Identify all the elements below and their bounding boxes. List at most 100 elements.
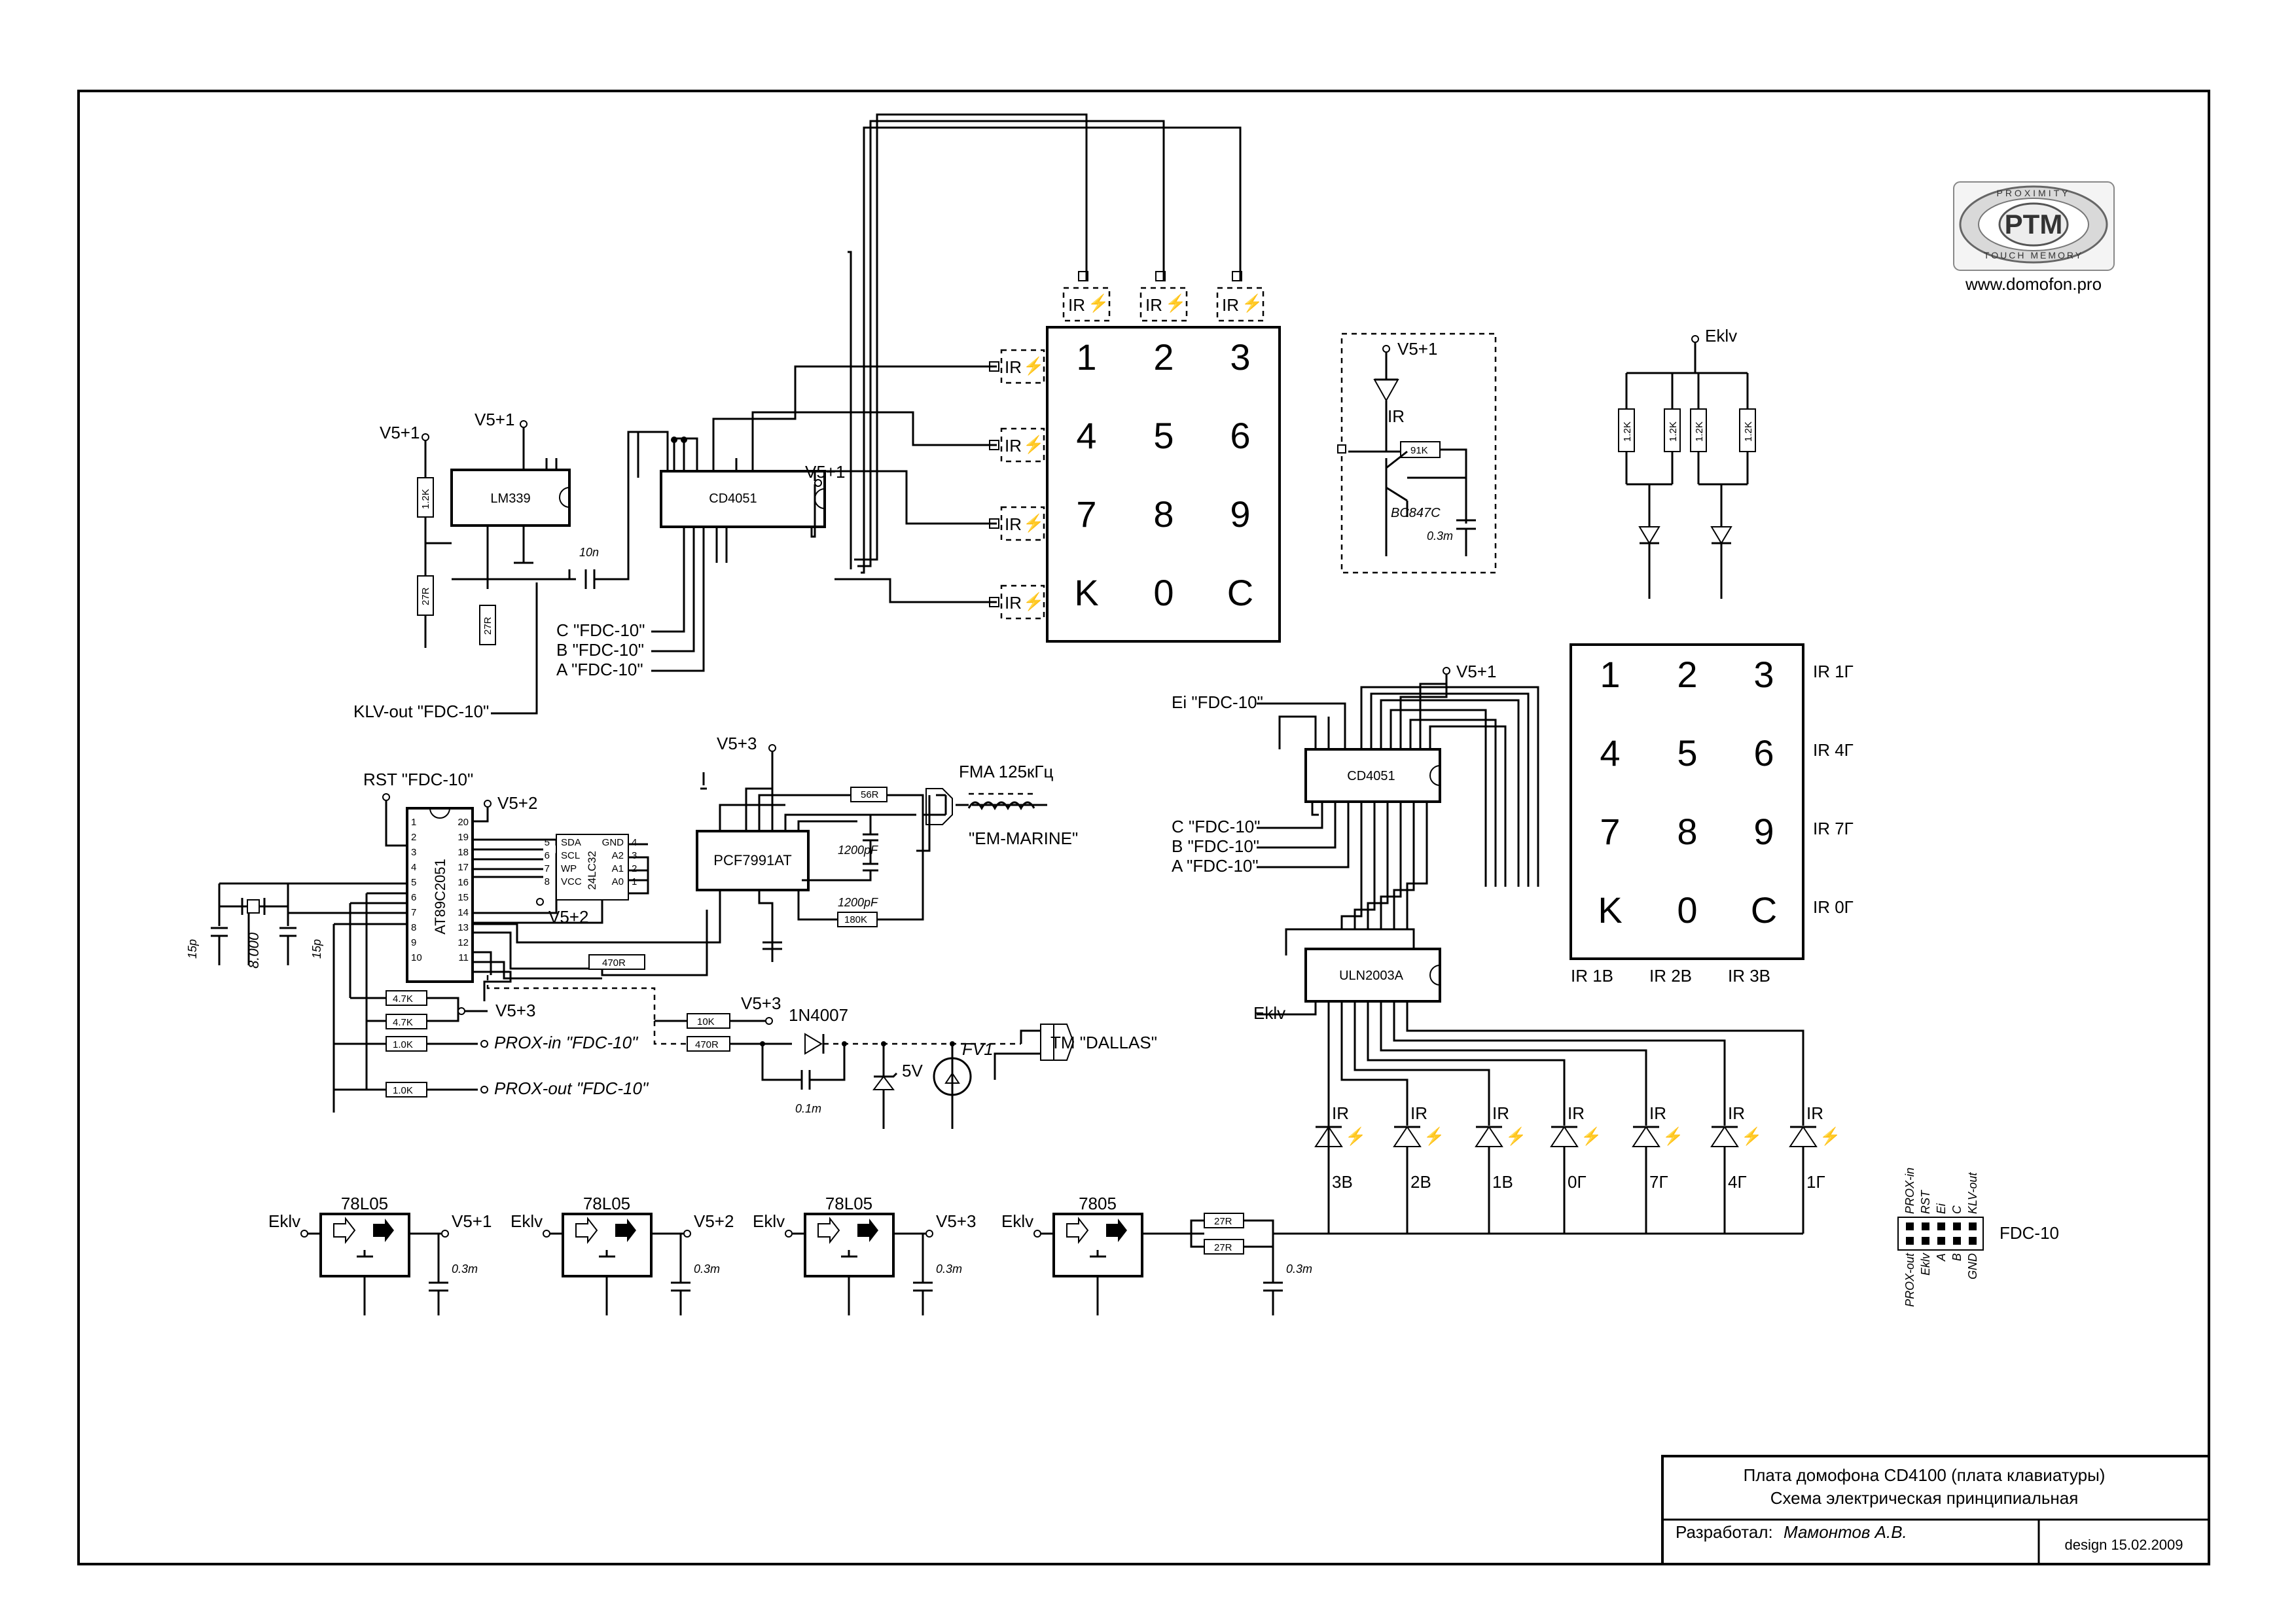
- cd4051-lower-label: CD4051: [1347, 769, 1395, 783]
- regulator-input-label: Eklv: [268, 1211, 300, 1231]
- eeprom-pin-name: GND: [602, 837, 624, 848]
- at89-pin-num: 6: [411, 892, 416, 903]
- ir-flash-icon: ⚡: [1345, 1126, 1366, 1147]
- sheet-border: [77, 90, 2210, 1565]
- fdc-bottom-pin-label: PROX-out: [1903, 1253, 1916, 1307]
- eeprom-pin-name: A2: [612, 850, 624, 861]
- sig-b-lower: B "FDC-10": [1172, 836, 1259, 856]
- eeprom-pin-name: VCC: [561, 876, 582, 887]
- ir-emitter-top-label: IR: [1068, 295, 1085, 315]
- ir-flash-icon: ⚡: [1242, 293, 1263, 313]
- fdc-bottom-pin-label: GND: [1966, 1253, 1979, 1279]
- c03m-7805: 0.3m: [1286, 1262, 1312, 1275]
- uln2003a-ic: ULN2003A: [1304, 948, 1441, 1003]
- lower-row-ir-label: IR 1Г: [1813, 662, 1854, 681]
- lower-key: 6: [1753, 732, 1774, 774]
- r27-a-label: 27R: [420, 587, 431, 605]
- logo-ring-top: PROXIMITY: [1996, 188, 2070, 198]
- fdc-bottom-pin-label: Eklv: [1919, 1253, 1932, 1275]
- r12k-bank-label: 1.2K: [1622, 421, 1633, 442]
- eeprom-pin-num: 5: [545, 837, 550, 848]
- fdc-pin: [1937, 1237, 1945, 1245]
- crystal: 15p 8.000 15p: [186, 898, 323, 969]
- ir-emitter-side: IR⚡: [989, 349, 1045, 384]
- pcf7991at-ic: PCF7991AT: [696, 830, 810, 891]
- r12k-bank-label: 1.2K: [1694, 421, 1705, 442]
- v53-label-c: V5+3: [741, 993, 781, 1013]
- lower-key: 2: [1677, 654, 1697, 695]
- fdc-pin: [1906, 1237, 1914, 1245]
- sig-rst: RST "FDC-10": [363, 770, 473, 789]
- eeprom-label: 24LC32: [586, 851, 598, 890]
- at89-pin-num: 16: [457, 877, 469, 888]
- at89-pin-num: 14: [457, 907, 469, 918]
- r27-c: 27R: [1214, 1216, 1232, 1227]
- at89-pin-num: 15: [457, 892, 469, 903]
- at89-pin-num: 8: [411, 922, 416, 933]
- r12k-bank-label: 1.2K: [1668, 421, 1679, 442]
- cd4051-lower: CD4051: [1304, 748, 1441, 803]
- lower-col-ir-label: IR 1В: [1571, 966, 1613, 986]
- v51-label-b: V5+1: [475, 410, 514, 429]
- c01m-label: 0.1m: [795, 1102, 821, 1115]
- cd4051-upper: CD4051: [660, 470, 826, 528]
- lower-key: 0: [1677, 889, 1697, 931]
- fdc-pin: [1937, 1222, 1945, 1230]
- lower-key: 5: [1677, 732, 1697, 774]
- lower-key: 3: [1753, 654, 1774, 695]
- lower-key: 9: [1753, 811, 1774, 852]
- upper-key: 7: [1076, 493, 1096, 535]
- lower-key: C: [1751, 889, 1777, 931]
- ir-led-type: IR: [1649, 1103, 1666, 1123]
- v51-label-a: V5+1: [380, 423, 420, 442]
- ir-led-type: IR: [1568, 1103, 1585, 1123]
- regulator-output-label: V5+1: [452, 1211, 492, 1231]
- cd4051-upper-label: CD4051: [709, 491, 757, 506]
- r27-a: [417, 575, 434, 616]
- r12k-upper-label: 1.2K: [420, 489, 431, 509]
- d1n4007-label: 1N4007: [789, 1005, 848, 1025]
- v52-label-a: V5+2: [497, 793, 537, 813]
- r12k-bank-label: 1.2K: [1743, 421, 1754, 442]
- ir-emitter-side: IR⚡: [989, 427, 1045, 463]
- regulator-cap-label: 0.3m: [452, 1262, 478, 1275]
- lower-key: K: [1598, 889, 1622, 931]
- r180k-label: 180K: [844, 914, 867, 925]
- ir-emitter-top-label: IR: [1145, 295, 1162, 315]
- r91k-label: 91K: [1410, 445, 1428, 456]
- lower-key: 4: [1600, 732, 1620, 774]
- fma-label: FMA 125кГц: [959, 762, 1054, 781]
- sig-ei: Ei "FDC-10": [1172, 692, 1263, 712]
- tm-dallas-section: 10K V5+3 470R 1N4007 0.1m 5V FV1 TM "DAL…: [486, 975, 1157, 1129]
- ir-flash-icon: ⚡: [1424, 1126, 1444, 1147]
- v52-label-b: V5+2: [548, 907, 588, 927]
- led-label: 4Г: [1728, 1172, 1747, 1192]
- upper-key: 8: [1153, 493, 1174, 535]
- eeprom-pin-name: WP: [561, 863, 577, 874]
- lower-col-ir-label: IR 2В: [1649, 966, 1692, 986]
- led-label: 2В: [1410, 1172, 1431, 1192]
- upper-key: 2: [1153, 336, 1174, 378]
- led-label: 7Г: [1649, 1172, 1668, 1192]
- fdc10-label: FDC-10: [2000, 1223, 2059, 1243]
- pcf-wiring: [700, 751, 1047, 962]
- fdc-pin: [1922, 1222, 1929, 1230]
- eeprom-pin-name: A1: [612, 863, 624, 874]
- regulator-7805-output: 27R 27R 0.3m: [1142, 1213, 1329, 1315]
- sig-prox-out: PROX-out "FDC-10": [494, 1079, 649, 1098]
- logo-brand: PTM: [2005, 209, 2063, 240]
- c10n-label: 10n: [579, 546, 599, 559]
- eeprom-pin-num: 1: [632, 876, 637, 887]
- ir-emitter-top: IR⚡: [1139, 271, 1188, 322]
- r47k-a: 4.7K: [393, 993, 413, 1005]
- lower-row-ir-label: IR 0Г: [1813, 897, 1854, 917]
- fdc-pin: [1969, 1237, 1977, 1245]
- ir-led: IR⚡3В: [1314, 1103, 1366, 1234]
- eeprom-pin-name: SDA: [561, 837, 581, 848]
- ir-flash-icon: ⚡: [1581, 1126, 1602, 1147]
- upper-key: 1: [1076, 336, 1096, 378]
